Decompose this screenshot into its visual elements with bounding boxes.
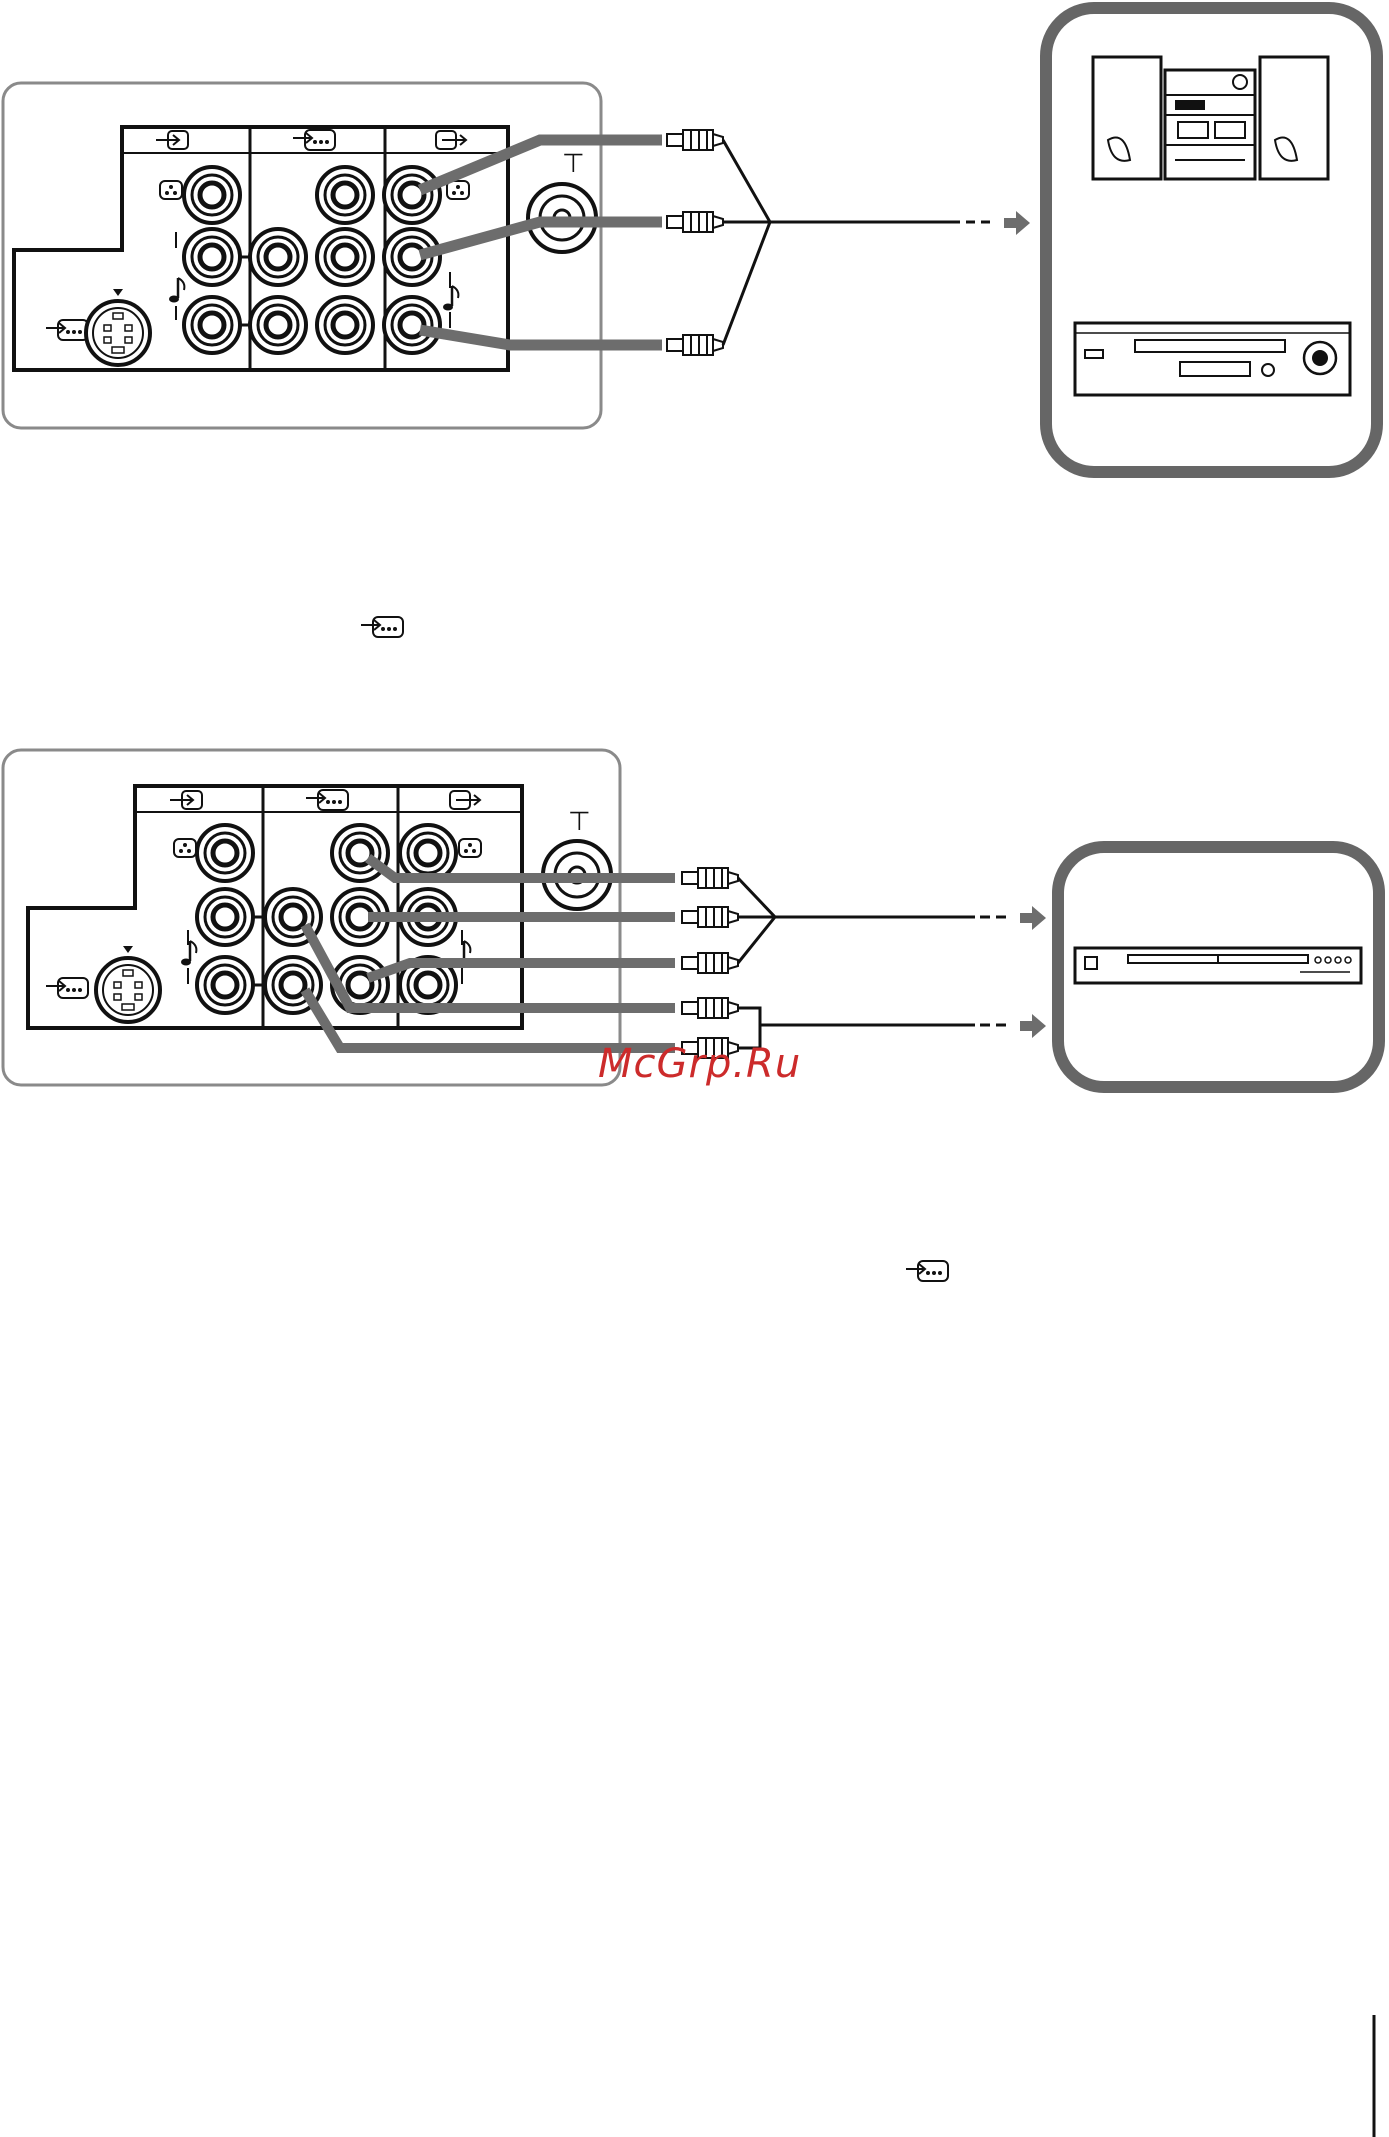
output-video-jack [384,167,440,223]
audio-l-in-jack [197,889,253,945]
rca-plug [682,907,738,927]
dvd-player-icon [1075,948,1361,983]
rca-plug [682,953,738,973]
arrow-icon [1020,906,1046,930]
monitor-audio-r2-jack [317,297,373,353]
antenna-icon: ⊤ [562,148,585,178]
audio-l-in-jack [184,229,240,285]
audio-system-icon [1093,57,1328,179]
monitor-video-jack [317,167,373,223]
arrow-icon [1020,1014,1046,1038]
output-video-jack [400,825,456,881]
tv-rear-panel-top: ⊤ [3,83,601,428]
device-box-top [1046,8,1377,472]
rca-plug [667,335,723,355]
rca-plug [667,212,723,232]
monitor-audio-l-jack [250,229,306,285]
rca-plug [667,130,723,150]
monitor-dots-icon [361,617,403,637]
monitor-dots-icon [906,1261,948,1281]
monitor-audio-r-jack [250,297,306,353]
audio-r-in-jack [197,957,253,1013]
video-in-jack [184,167,240,223]
rca-plug [682,868,738,888]
output-audio-r-jack [384,297,440,353]
video-in-jack [197,825,253,881]
watermark: McGrp.Ru [598,1041,801,1087]
audio-r-in-jack [184,297,240,353]
antenna-icon: ⊤ [568,806,591,836]
device-box-bottom [1058,847,1379,1087]
vcr-icon [1075,323,1350,395]
arrow-icon [1004,211,1030,235]
rca-plug [682,998,738,1018]
monitor-audio-l2-jack [317,229,373,285]
